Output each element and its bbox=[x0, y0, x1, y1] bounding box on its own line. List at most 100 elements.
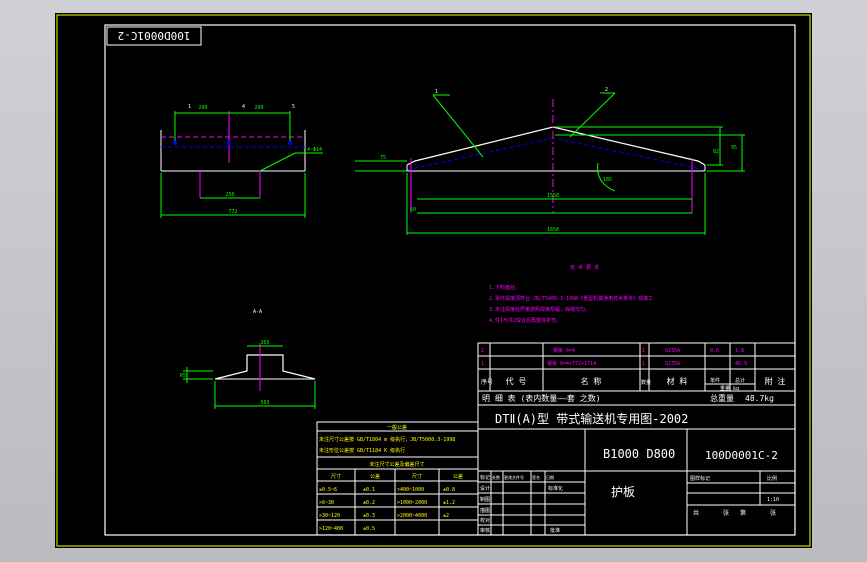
tol-row-2-c4: ±1.2 bbox=[443, 500, 455, 506]
dim-section-top: 365 bbox=[260, 340, 269, 346]
tolerance-table bbox=[316, 421, 479, 536]
tech-req-line-2: 2.零件焊接须符合 JB/T5000.3-1998《重型机械通用技术条件》焊接工 bbox=[489, 295, 653, 302]
sign-row-2: 制图 bbox=[480, 496, 490, 503]
tol-row-3-c3: >2000~4000 bbox=[397, 513, 427, 519]
scale-value: 1:10 bbox=[767, 497, 779, 503]
bom-header-code: 代 号 bbox=[506, 376, 527, 386]
dim-top-total: 772 bbox=[228, 209, 237, 215]
tol-row-3-c4: ±2 bbox=[443, 513, 449, 519]
sign-row-0: 标记 bbox=[480, 474, 490, 481]
balloon-top-2: 4 bbox=[242, 104, 245, 110]
spec-text: B1000 D800 bbox=[603, 447, 675, 461]
balloon-top-1: 1 bbox=[188, 104, 191, 110]
sheet-total-label: 共 bbox=[693, 509, 699, 517]
drawing-sheet[interactable]: 100D0001C-2 bbox=[55, 13, 812, 548]
bom-row-2-material: Q235A bbox=[665, 361, 680, 367]
dim-top-seg2: 290 bbox=[254, 105, 263, 111]
tol-row-4-c2: ±0.5 bbox=[363, 526, 375, 532]
bom-row-1-qty: 1 bbox=[642, 348, 645, 354]
dim-front-total: 1658 bbox=[547, 227, 559, 233]
tech-req-line-3: 3.未注焊接处严格按照焊接规程，焊缝均匀。 bbox=[489, 306, 590, 313]
sign-col-1: 更改文件号 bbox=[504, 474, 524, 480]
tol-line-2: 未注形位公差按 GB/T1184 K 级执行 bbox=[319, 447, 405, 454]
sign-row-5: 审核 bbox=[480, 527, 490, 534]
bom-row-1-total-wt: 1.8 bbox=[735, 348, 744, 354]
dim-front-left-1: 75 bbox=[380, 155, 386, 161]
tol-title: 一般公差 bbox=[387, 424, 407, 431]
sign-col-3: 日期 bbox=[546, 474, 554, 480]
dim-front-height-2: 82 bbox=[713, 149, 719, 155]
bom-header-total: 总计 bbox=[735, 377, 745, 384]
tol-header-tol-2: 公差 bbox=[453, 473, 463, 480]
tol-row-2-c2: ±0.2 bbox=[363, 500, 375, 506]
tol-row-2-c1: >6~30 bbox=[319, 500, 334, 506]
inner-frame bbox=[104, 24, 796, 536]
approve-label: 标准化 bbox=[548, 485, 563, 492]
drawing-number: 100D0001C-2 bbox=[705, 449, 778, 462]
sheet-unit-label-2: 张 bbox=[770, 509, 776, 517]
sign-col-0: 处数 bbox=[492, 474, 500, 480]
bom-list-label: 明 细 表 (表内数量——套 之数) bbox=[482, 393, 601, 403]
front-view bbox=[355, 92, 745, 235]
bom-header-material: 材 料 bbox=[667, 376, 688, 386]
stage-label: 图样标记 bbox=[690, 475, 710, 482]
hole-note: 4-Φ14 bbox=[307, 147, 322, 153]
bom-header-weight: 重量 kg bbox=[720, 385, 739, 392]
bom-row-1-material: Q235A bbox=[665, 348, 680, 354]
tol-row-1-c3: >400~1000 bbox=[397, 487, 424, 493]
tech-req-line-4: 4.件1与件2焊合后再整体折弯。 bbox=[489, 317, 561, 324]
sheet-unit-label-1: 张 bbox=[723, 509, 729, 517]
tol-subtitle: 未注尺寸公差及偏差尺寸 bbox=[369, 461, 424, 468]
approve2-label: 批准 bbox=[550, 527, 560, 534]
bom-row-1-code: 钢板 δ=4 bbox=[553, 347, 575, 354]
balloon-front-1: 1 bbox=[435, 89, 438, 95]
bom-row-1-unit-wt: 0.6 bbox=[710, 348, 719, 354]
tol-row-4-c1: >120~400 bbox=[319, 526, 343, 532]
dim-front-height-1: 95 bbox=[731, 145, 737, 151]
part-name: 护板 bbox=[611, 485, 635, 499]
dim-top-seg1: 290 bbox=[198, 105, 207, 111]
dim-front-angle: 185 bbox=[603, 177, 612, 183]
balloon-front-2: 2 bbox=[605, 87, 608, 93]
tol-row-3-c2: ±0.3 bbox=[363, 513, 375, 519]
scale-label: 比例 bbox=[767, 475, 777, 482]
tol-line-1: 未注尺寸公差按 GB/T1804 m 级执行，JB/T5000.3-1998 bbox=[319, 436, 455, 443]
tech-req-title: 技 术 要 求 bbox=[570, 264, 599, 271]
tol-row-1-c1: ≥0.5~6 bbox=[319, 487, 337, 493]
tol-row-3-c1: >30~120 bbox=[319, 513, 340, 519]
top-view bbox=[160, 111, 323, 218]
tol-row-1-c2: ±0.1 bbox=[363, 487, 375, 493]
section-label: A-A bbox=[253, 309, 262, 315]
bom-header-single: 单件 bbox=[710, 377, 720, 384]
bom-row-2-total-wt: 46.9 bbox=[735, 361, 747, 367]
dim-front-left-2: 60 bbox=[410, 207, 416, 213]
tol-header-tol-1: 公差 bbox=[370, 473, 380, 480]
bom-header-qty: 数量 bbox=[641, 379, 651, 386]
tol-row-1-c4: ±0.8 bbox=[443, 487, 455, 493]
sign-row-4: 校对 bbox=[480, 517, 490, 524]
sign-row-1: 设计 bbox=[480, 485, 490, 492]
tech-req-line-1: 1.下料面处。 bbox=[489, 284, 520, 291]
tol-header-size-2: 尺寸 bbox=[412, 473, 422, 480]
bom-row-1-no: 2 bbox=[481, 348, 484, 354]
drawing-canvas[interactable]: 100D0001C-2 bbox=[55, 13, 812, 548]
bom-row-2-qty: 1 bbox=[642, 361, 645, 367]
total-weight-value: 48.7kg bbox=[745, 394, 774, 403]
dim-section-bottom: 563 bbox=[260, 400, 269, 406]
balloon-top-3: 5 bbox=[292, 104, 295, 110]
tol-header-size-1: 尺寸 bbox=[331, 473, 341, 480]
stamp-box bbox=[106, 26, 202, 46]
tol-row-2-c3: >1000~2000 bbox=[397, 500, 427, 506]
dim-section-side: R5 bbox=[180, 373, 186, 379]
bom-header-no: 序号 bbox=[481, 378, 493, 386]
section-view bbox=[183, 343, 316, 409]
bom-header-remark: 附 注 bbox=[765, 376, 786, 386]
bom-header-name: 名 称 bbox=[581, 376, 602, 386]
bom-row-2-code: 钢板 δ=4×772×1714 bbox=[547, 360, 596, 367]
bom-row-2-no: 1 bbox=[481, 361, 484, 367]
dim-top-holes: 250 bbox=[225, 192, 234, 198]
total-weight-label: 总重量 bbox=[710, 393, 734, 403]
sign-col-2: 签名 bbox=[532, 474, 540, 480]
outer-frame bbox=[56, 14, 811, 547]
